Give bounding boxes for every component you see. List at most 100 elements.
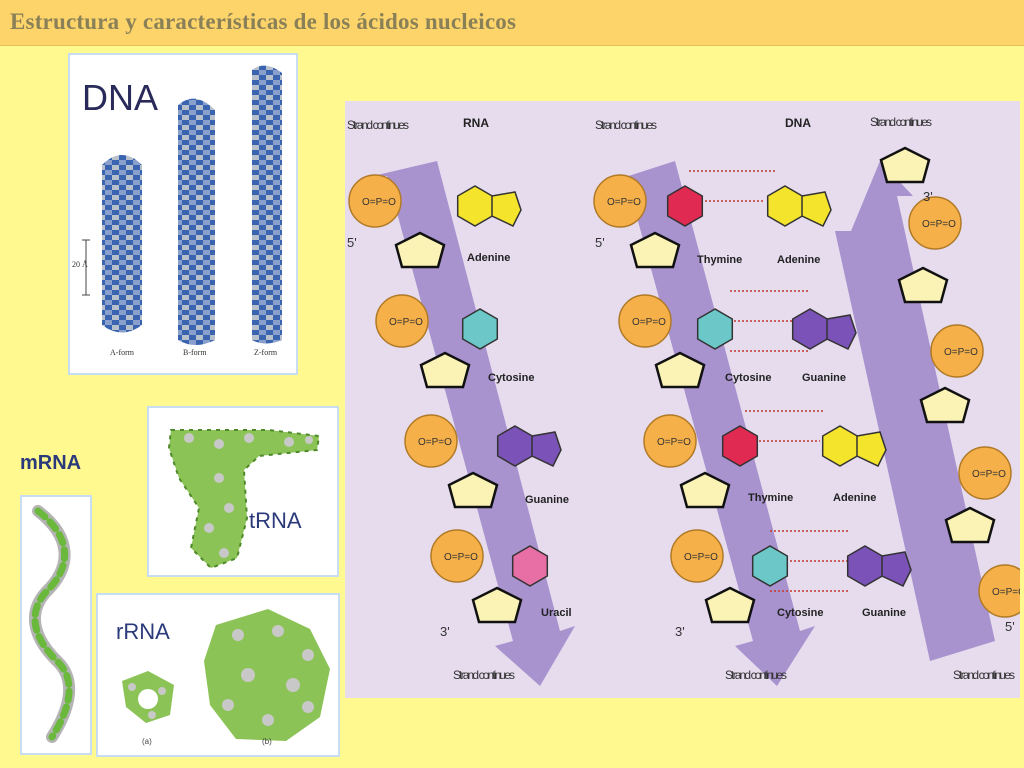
svg-text:O=P=O: O=P=O xyxy=(972,469,1006,480)
dna-adenine-label-2: Adenine xyxy=(833,492,876,504)
dna-thymine-label-2: Thymine xyxy=(748,492,793,504)
page-title: Estructura y características de los ácid… xyxy=(10,9,517,34)
dna-cytosine-label-1: Cytosine xyxy=(725,372,771,384)
title-bar: Estructura y características de los ácid… xyxy=(0,0,1024,46)
phosphate-group-5 xyxy=(593,174,647,228)
phosphate-group-8 xyxy=(670,529,724,583)
rrna-illustration xyxy=(122,609,330,741)
svg-text:O=P=O: O=P=O xyxy=(632,317,666,328)
dna-right-5prime-label: 5' xyxy=(1005,619,1015,634)
dna-cytosine-label-2: Cytosine xyxy=(777,607,823,619)
phosphate-group-9 xyxy=(908,196,962,250)
dna-guanine-label-1: Guanine xyxy=(802,372,846,384)
strand-continues-label-dna-bottom-left: Strand continues xyxy=(725,668,787,682)
phosphate-group-3 xyxy=(404,414,458,468)
sugar-ring-12 xyxy=(944,506,996,544)
rrna-label: rRNA xyxy=(116,619,170,644)
dna-thymine-label-1: Thymine xyxy=(697,254,742,266)
svg-text:O=P=O: O=P=O xyxy=(444,552,478,563)
phosphate-group-11 xyxy=(958,446,1012,500)
rna-guanine-base-ring5 xyxy=(531,431,562,467)
dna-title: DNA xyxy=(785,116,811,130)
strand-continues-label-dna-bottom-right: Strand continues xyxy=(953,668,1015,682)
sugar-ring-4 xyxy=(471,586,523,624)
b-form-label: B-form xyxy=(183,348,207,357)
trna-illustration xyxy=(167,429,321,570)
rna-cytosine-base xyxy=(461,308,499,350)
dna-thymine-base-2 xyxy=(721,425,759,467)
dna-adenine-base-2-ring5 xyxy=(856,431,887,467)
phosphate-group-4 xyxy=(430,529,484,583)
hydrogen-bonds xyxy=(689,170,850,592)
rna-5prime-label: 5' xyxy=(347,235,357,250)
sugar-ring-5 xyxy=(629,231,681,269)
sugar-ring-10 xyxy=(897,266,949,304)
svg-text:O=P=O: O=P=O xyxy=(684,552,718,563)
phosphate-group-1 xyxy=(348,174,402,228)
rna-3prime-label: 3' xyxy=(440,624,450,639)
rna-adenine-base-ring5 xyxy=(491,191,522,227)
a-form-label: A-form xyxy=(110,348,134,357)
a-form-helix xyxy=(102,155,142,333)
rna-title: RNA xyxy=(463,116,489,130)
dna-heading: DNA xyxy=(82,77,159,118)
dna-adenine-base-2-ring6 xyxy=(821,425,859,467)
strand-continues-label-dna-top-right: Strand continues xyxy=(870,115,932,129)
phosphate-group-10 xyxy=(930,324,984,378)
trna-panel: tRNA xyxy=(147,406,339,577)
sugar-ring-1 xyxy=(394,231,446,269)
svg-text:O=P=O: O=P=O xyxy=(922,219,956,230)
sugar-ring-2 xyxy=(419,351,471,389)
dna-adenine-label-1: Adenine xyxy=(777,254,820,266)
sugar-ring-8 xyxy=(704,586,756,624)
dna-guanine-base-2-ring5 xyxy=(881,551,912,587)
svg-text:O=P=O: O=P=O xyxy=(418,437,452,448)
sugar-ring-11 xyxy=(919,386,971,424)
strand-continues-label-rna-bottom: Strand continues xyxy=(453,668,515,682)
svg-text:O=P=O: O=P=O xyxy=(992,587,1020,598)
rna-adenine-base-ring6 xyxy=(456,185,494,227)
dna-cytosine-base-2 xyxy=(751,545,789,587)
sugar-ring-3 xyxy=(447,471,499,509)
sugar-ring-9 xyxy=(879,146,931,184)
phosphate-group-7 xyxy=(643,414,697,468)
svg-text:O=P=O: O=P=O xyxy=(607,197,641,208)
rna-cytosine-label: Cytosine xyxy=(488,372,534,384)
svg-text:O=P=O: O=P=O xyxy=(389,317,423,328)
svg-text:O=P=O: O=P=O xyxy=(362,197,396,208)
scale-label: 20 Å xyxy=(72,260,88,269)
dna-forms-panel: DNA 20 Å A-form B-form Z-form xyxy=(68,53,298,375)
rrna-sub-a-label: (a) xyxy=(142,737,152,746)
z-form-helix xyxy=(252,65,282,344)
rna-guanine-label: Guanine xyxy=(525,494,569,506)
dna-guanine-base-2-ring6 xyxy=(846,545,884,587)
sugar-ring-7 xyxy=(679,471,731,509)
strand-continues-label-rna-top: Strand continues xyxy=(347,118,409,132)
phosphate-group-2 xyxy=(375,294,429,348)
z-form-label: Z-form xyxy=(254,348,278,357)
svg-text:O=P=O: O=P=O xyxy=(944,347,978,358)
rrna-panel: rRNA (a) (b) xyxy=(96,593,340,757)
dna-right-3prime-label: 3' xyxy=(923,189,933,204)
dna-cytosine-base-1 xyxy=(696,308,734,350)
phosphate-group-6 xyxy=(618,294,672,348)
dna-adenine-base-1-ring5 xyxy=(801,191,832,227)
dna-left-3prime-label: 3' xyxy=(675,624,685,639)
nucleic-acid-diagram: O=P=O O=P=O O=P=O O=P=O O=P=O O=P=O O=P=O O=P=O… xyxy=(345,101,1020,698)
phosphate-group-12 xyxy=(978,564,1020,618)
dna-adenine-base-1-ring6 xyxy=(766,185,804,227)
rna-uracil-base xyxy=(511,545,549,587)
rna-uracil-label: Uracil xyxy=(541,607,572,619)
mrna-label: mRNA xyxy=(20,452,82,474)
dna-guanine-label-2: Guanine xyxy=(862,607,906,619)
trna-label: tRNA xyxy=(249,508,302,533)
b-form-helix xyxy=(178,98,215,345)
sugar-ring-6 xyxy=(654,351,706,389)
dna-thymine-base-1 xyxy=(666,185,704,227)
dna-guanine-base-1-ring5 xyxy=(826,314,857,350)
base-pairing-diagram: O=P=O O=P=O O=P=O O=P=O O=P=O O=P=O O=P=O O=P=O… xyxy=(347,115,1020,686)
dna-left-5prime-label: 5' xyxy=(595,235,605,250)
dna-guanine-base-1-ring6 xyxy=(791,308,829,350)
rrna-sub-b-label: (b) xyxy=(262,737,272,746)
mrna-panel xyxy=(20,495,92,755)
